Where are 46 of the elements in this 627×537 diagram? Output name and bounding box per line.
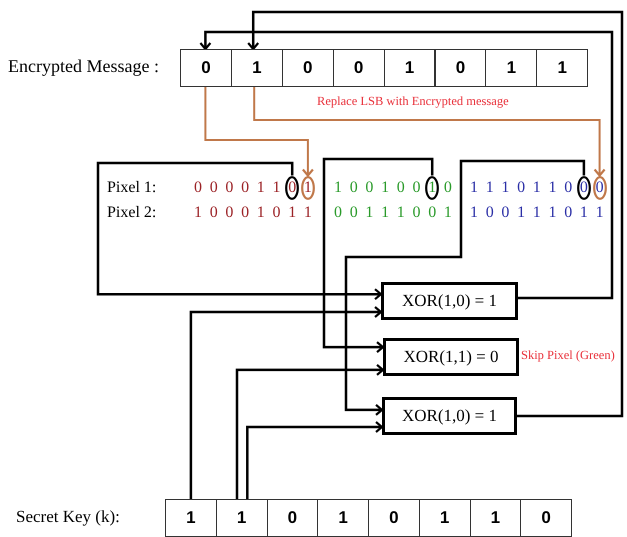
bit-cell: 0 <box>332 49 385 87</box>
ellipse-mark <box>592 176 607 200</box>
row-label: Pixel 1: <box>107 178 156 198</box>
bit-string: 0 0 0 0 1 1 0 1 <box>194 178 314 198</box>
bit-string: 0 0 1 1 1 0 0 1 <box>334 203 454 222</box>
xor-box: XOR(1,0) = 1 <box>381 282 518 320</box>
ellipse-mark <box>285 176 300 200</box>
arrow <box>204 87 314 177</box>
ellipse-mark <box>576 176 591 200</box>
bit-cell: 1 <box>470 499 522 537</box>
row-label: Pixel 2: <box>107 203 156 222</box>
bit-cell: 0 <box>180 49 232 87</box>
row-label: Encrypted Message : <box>8 56 159 78</box>
bit-string: 1 0 0 1 1 1 0 1 1 <box>470 203 606 222</box>
arrow <box>199 30 614 300</box>
xor-box: XOR(1,0) = 1 <box>382 397 517 435</box>
bit-cell: 0 <box>520 499 572 537</box>
bit-cell: 0 <box>282 49 334 87</box>
bit-cell: 1 <box>165 499 217 537</box>
note-text: Replace LSB with Encrypted message <box>317 94 509 109</box>
note-text: Skip Pixel (Green) <box>521 348 615 363</box>
xor-box: XOR(1,1) = 0 <box>383 338 519 376</box>
bit-cell: 1 <box>230 49 283 87</box>
ellipse-mark <box>300 176 315 200</box>
arrow <box>246 420 384 499</box>
arrow <box>344 160 586 416</box>
bit-cell: 0 <box>368 499 420 537</box>
bit-cell: 1 <box>418 499 470 537</box>
arrow <box>247 10 624 418</box>
bit-cell: 1 <box>485 49 538 87</box>
bit-cell: 1 <box>216 499 268 537</box>
bit-string: 1 0 0 0 1 0 1 1 <box>194 203 314 222</box>
arrow <box>190 306 382 499</box>
arrow <box>96 162 382 300</box>
bit-string: 1 0 0 1 0 0 1 0 <box>334 178 454 198</box>
bit-cell: 0 <box>266 499 318 537</box>
ellipse-mark <box>425 176 440 200</box>
bit-cell: 0 <box>434 49 486 87</box>
bit-cell: 1 <box>384 49 436 87</box>
arrow <box>236 364 384 499</box>
row-label: Secret Key (k): <box>16 507 120 528</box>
arrow <box>253 87 606 177</box>
bit-cell: 1 <box>536 49 588 87</box>
arrow <box>322 158 434 354</box>
bit-string: 1 1 1 0 1 1 0 0 0 <box>470 178 606 198</box>
bit-cell: 1 <box>317 499 369 537</box>
